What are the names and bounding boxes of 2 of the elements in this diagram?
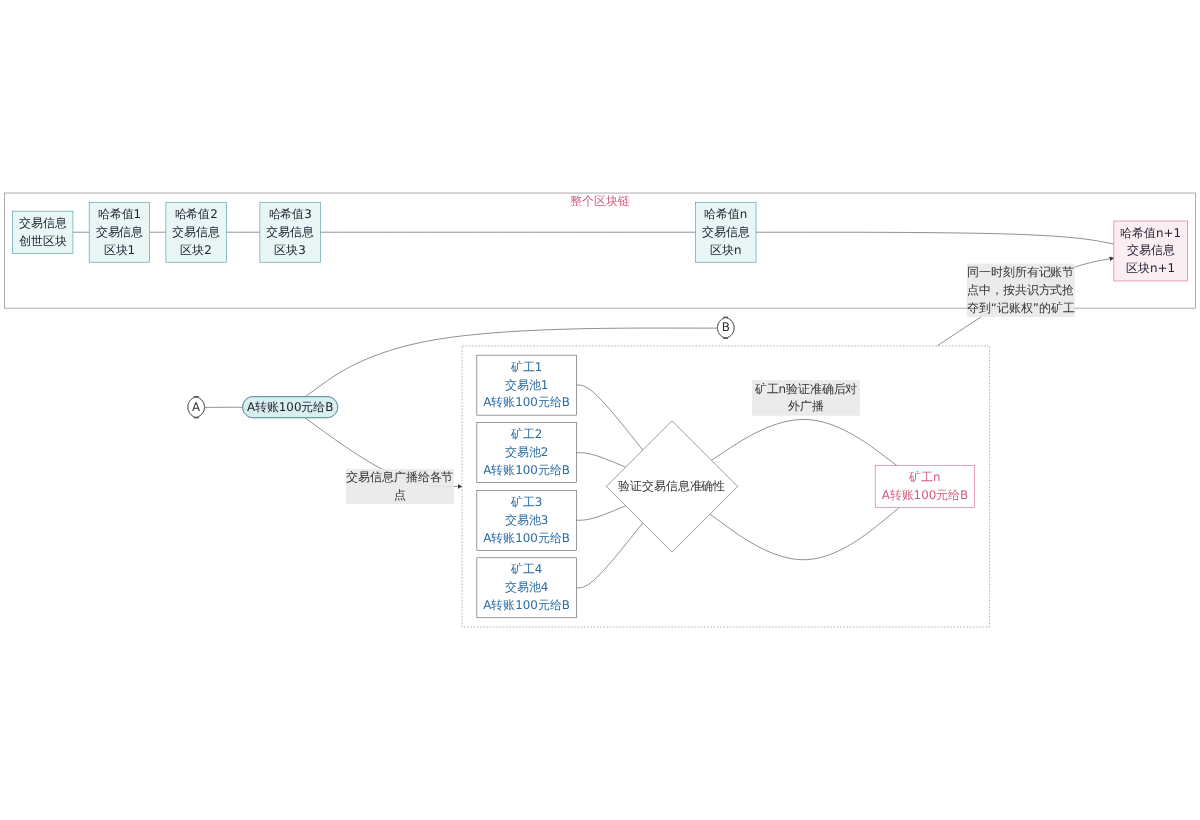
- cluster: [461, 345, 990, 628]
- connector: [204, 407, 244, 408]
